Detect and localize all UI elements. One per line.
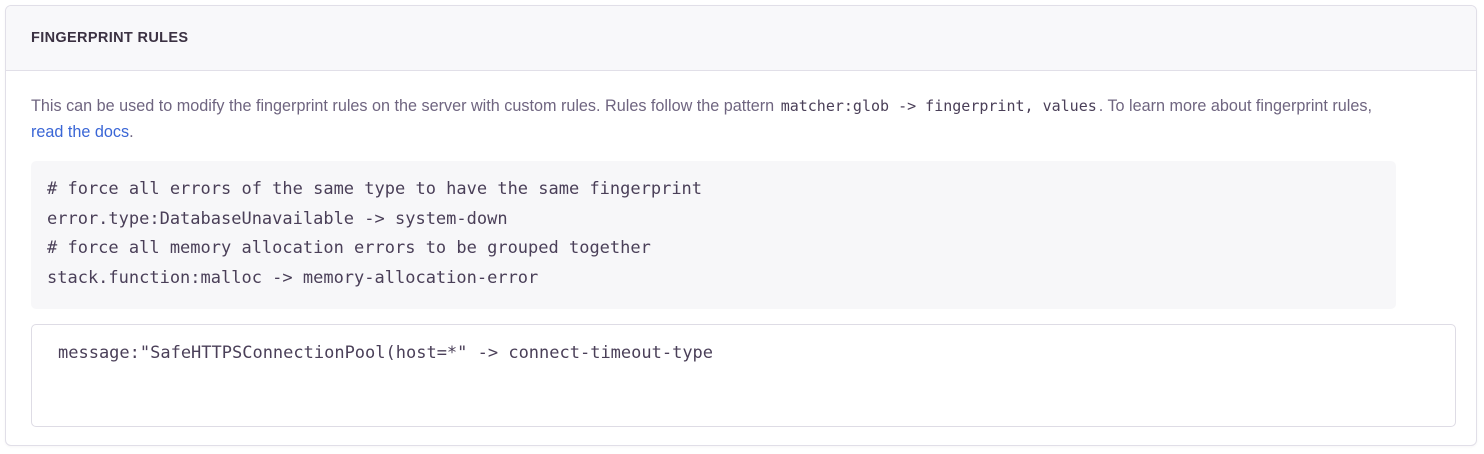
panel-description: This can be used to modify the fingerpri… (31, 93, 1391, 145)
fingerprint-rules-input[interactable] (31, 324, 1456, 427)
page-title: FINGERPRINT RULES (31, 29, 189, 46)
panel-header: FINGERPRINT RULES (6, 6, 1476, 71)
read-the-docs-link[interactable]: read the docs (31, 123, 130, 141)
example-code-block: # force all errors of the same type to h… (31, 161, 1396, 309)
fingerprint-rules-panel: FINGERPRINT RULES This can be used to mo… (5, 5, 1477, 446)
panel-body: This can be used to modify the fingerpri… (6, 71, 1476, 427)
description-text-after-code: . To learn more about fingerprint rules, (1098, 97, 1372, 115)
description-text-before-code: This can be used to modify the fingerpri… (31, 97, 779, 115)
description-text-end: . (129, 123, 134, 141)
inline-code-pattern: matcher:glob -> fingerprint, values (780, 97, 1097, 115)
example-code-text: # force all errors of the same type to h… (47, 179, 703, 288)
